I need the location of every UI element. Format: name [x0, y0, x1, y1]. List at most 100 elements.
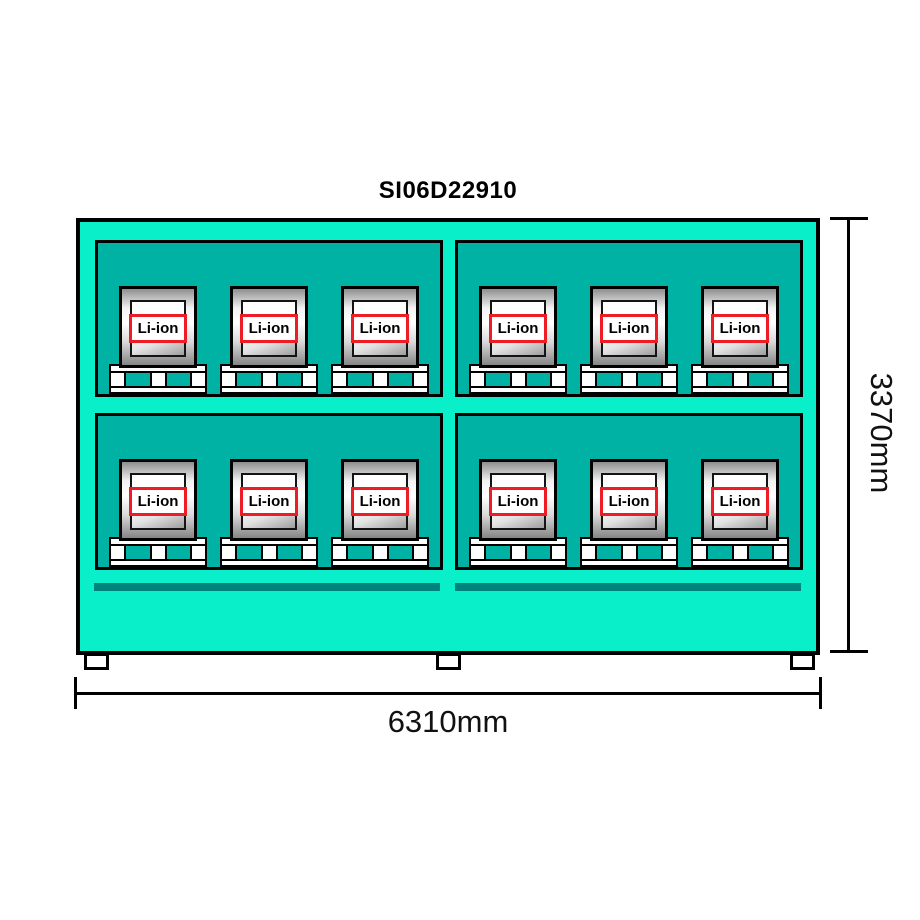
- container-foot-right: [790, 653, 815, 670]
- pallet-gap: [275, 371, 303, 388]
- pallet-block: [412, 371, 429, 388]
- battery-unit: Li-ion: [580, 286, 678, 394]
- pallet-block: [301, 371, 318, 388]
- pallet-gap: [746, 544, 774, 561]
- battery-unit: Li-ion: [109, 459, 207, 567]
- pallet: [580, 364, 678, 394]
- pallet: [109, 364, 207, 394]
- battery-box: Li-ion: [341, 286, 419, 368]
- pallet-blocks: [580, 544, 678, 561]
- compartment-bottom-left: Li-ion Li-ion: [95, 413, 443, 570]
- pallet-block: [772, 544, 789, 561]
- width-dimension-label: 6310mm: [387, 704, 509, 739]
- battery-unit: Li-ion: [331, 459, 429, 567]
- pallet: [220, 364, 318, 394]
- li-ion-label: Li-ion: [488, 314, 548, 343]
- pallet-block: [190, 544, 207, 561]
- battery-panel: Li-ion: [710, 300, 770, 357]
- battery-panel: Li-ion: [350, 473, 410, 530]
- pallet-gap: [164, 544, 192, 561]
- pallet-block: [550, 371, 567, 388]
- pallet-gap: [635, 371, 663, 388]
- pallet-blocks: [220, 371, 318, 388]
- pallet-blocks: [469, 371, 567, 388]
- battery-panel: Li-ion: [239, 300, 299, 357]
- battery-box: Li-ion: [119, 459, 197, 541]
- pallet-block: [661, 371, 678, 388]
- battery-box: Li-ion: [230, 286, 308, 368]
- pallet: [109, 537, 207, 567]
- pallet-gap: [595, 544, 623, 561]
- battery-panel: Li-ion: [128, 300, 188, 357]
- li-ion-label: Li-ion: [239, 314, 299, 343]
- li-ion-label: Li-ion: [350, 487, 410, 516]
- li-ion-label: Li-ion: [599, 487, 659, 516]
- pallet-gap: [484, 371, 512, 388]
- battery-panel: Li-ion: [599, 473, 659, 530]
- pallet-gap: [524, 371, 552, 388]
- pallet-block: [190, 371, 207, 388]
- pallet-gap: [386, 544, 414, 561]
- pallet: [331, 537, 429, 567]
- compartment-top-right: Li-ion Li-ion: [455, 240, 803, 397]
- pallet: [580, 537, 678, 567]
- battery-box: Li-ion: [479, 286, 557, 368]
- li-ion-label: Li-ion: [710, 487, 770, 516]
- pallet-gap: [746, 371, 774, 388]
- pallet: [691, 364, 789, 394]
- pallet-gap: [124, 371, 152, 388]
- battery-unit: Li-ion: [580, 459, 678, 567]
- pallet-blocks: [109, 544, 207, 561]
- battery-storage-container: Li-ion Li-ion: [76, 218, 820, 655]
- pallet: [220, 537, 318, 567]
- li-ion-label: Li-ion: [128, 314, 188, 343]
- pallet-gap: [235, 544, 263, 561]
- pallet-gap: [524, 544, 552, 561]
- height-dimension-line: [847, 218, 850, 653]
- battery-box: Li-ion: [119, 286, 197, 368]
- battery-unit: Li-ion: [220, 286, 318, 394]
- battery-unit: Li-ion: [220, 459, 318, 567]
- pallet-block: [412, 544, 429, 561]
- pallet-gap: [346, 371, 374, 388]
- pallet-block: [661, 544, 678, 561]
- container-foot-left: [84, 653, 109, 670]
- pallet-block: [301, 544, 318, 561]
- drawing-title: SI06D22910: [378, 177, 518, 204]
- battery-unit: Li-ion: [469, 459, 567, 567]
- pallet-gap: [275, 544, 303, 561]
- battery-panel: Li-ion: [239, 473, 299, 530]
- pallet-gap: [124, 544, 152, 561]
- battery-box: Li-ion: [590, 286, 668, 368]
- battery-box: Li-ion: [590, 459, 668, 541]
- pallet-blocks: [109, 371, 207, 388]
- pallet-gap: [484, 544, 512, 561]
- battery-panel: Li-ion: [128, 473, 188, 530]
- pallet-blocks: [220, 544, 318, 561]
- battery-unit: Li-ion: [469, 286, 567, 394]
- pallet-gap: [595, 371, 623, 388]
- battery-panel: Li-ion: [488, 300, 548, 357]
- li-ion-label: Li-ion: [239, 487, 299, 516]
- battery-panel: Li-ion: [350, 300, 410, 357]
- battery-unit: Li-ion: [109, 286, 207, 394]
- width-dimension-line: [75, 692, 822, 695]
- container-foot-center: [436, 653, 461, 670]
- pallet-blocks: [469, 544, 567, 561]
- height-dimension-label: 3370mm: [864, 372, 899, 494]
- pallet: [469, 537, 567, 567]
- li-ion-label: Li-ion: [350, 314, 410, 343]
- pallet-block: [550, 544, 567, 561]
- battery-box: Li-ion: [701, 459, 779, 541]
- battery-unit: Li-ion: [331, 286, 429, 394]
- pallet-blocks: [691, 544, 789, 561]
- battery-box: Li-ion: [341, 459, 419, 541]
- pallet: [469, 364, 567, 394]
- battery-box: Li-ion: [479, 459, 557, 541]
- battery-unit: Li-ion: [691, 286, 789, 394]
- pallet-gap: [235, 371, 263, 388]
- battery-box: Li-ion: [230, 459, 308, 541]
- pallet-block: [772, 371, 789, 388]
- compartment-top-left: Li-ion Li-ion: [95, 240, 443, 397]
